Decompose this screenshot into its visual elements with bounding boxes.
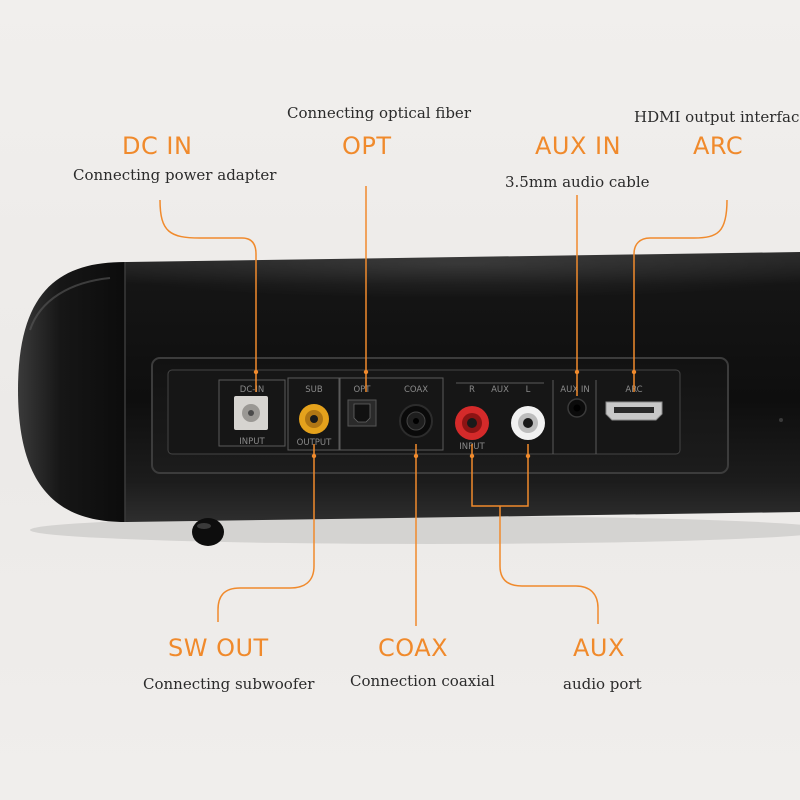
leader-aux: [499, 506, 599, 624]
panel-label-aux: AUX: [491, 385, 509, 395]
coax-description: Connection coaxial: [350, 672, 495, 690]
sw-out-description: Connecting subwoofer: [143, 675, 315, 693]
opt-title: OPT: [342, 132, 392, 160]
panel-label-aux-in: AUX IN: [560, 385, 589, 395]
leader-arc: [633, 199, 728, 392]
coax-title: COAX: [378, 634, 449, 662]
leader-endpoints: [253, 369, 637, 459]
panel-label-r: R: [469, 385, 475, 395]
leader-sw-out: [217, 444, 315, 622]
leader-lines: [159, 186, 728, 626]
arc-description: HDMI output interface: [634, 108, 800, 126]
panel-label-dc-in: DC-IN: [240, 385, 264, 395]
opt-description: Connecting optical fiber: [287, 104, 471, 122]
panel-label-output: OUTPUT: [297, 438, 332, 448]
panel-label-opt: OPT: [353, 385, 371, 395]
dc-in-title: DC IN: [122, 132, 193, 160]
aux-title: AUX: [573, 634, 625, 662]
leader-dc-in: [159, 199, 257, 392]
rubber-foot: [192, 518, 224, 546]
aux-description: audio port: [563, 675, 642, 693]
dc-in-description: Connecting power adapter: [73, 166, 277, 184]
panel-label-sub: SUB: [305, 385, 323, 395]
panel-label-l: L: [526, 385, 531, 395]
panel-label-coax: COAX: [404, 385, 428, 395]
arc-title: ARC: [693, 132, 744, 160]
panel-label-input-dc: INPUT: [239, 437, 265, 447]
aux-in-description: 3.5mm audio cable: [505, 173, 650, 191]
soundbar-end-cap: [18, 262, 125, 522]
sw-out-title: SW OUT: [168, 634, 269, 662]
aux-in-title: AUX IN: [535, 132, 622, 160]
